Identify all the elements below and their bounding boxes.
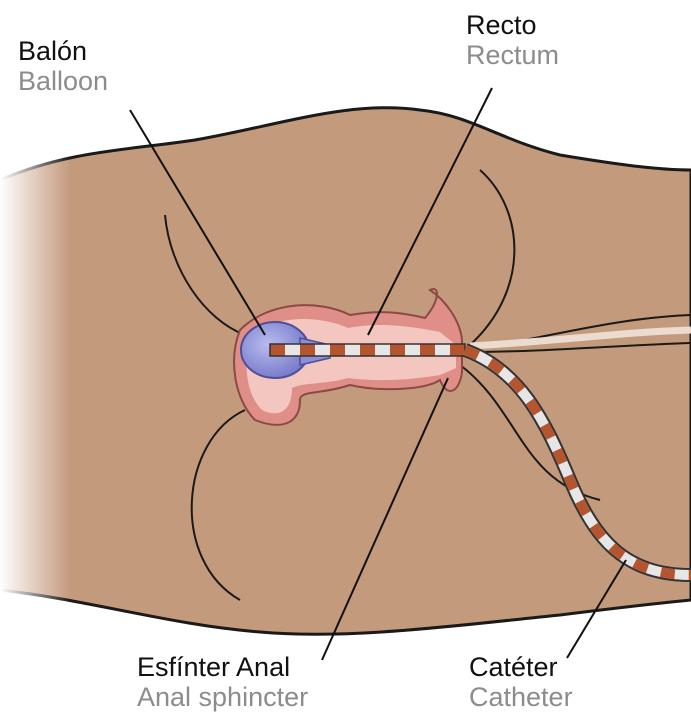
left-fade <box>0 150 70 610</box>
catheter-label-spanish: Catéter <box>469 652 573 682</box>
rectum-label: Recto Rectum <box>466 10 559 70</box>
sphincter-label-spanish: Esfínter Anal <box>137 652 308 682</box>
balloon-label-spanish: Balón <box>18 36 108 66</box>
balloon-label-english: Balloon <box>18 66 108 96</box>
sphincter-label-english: Anal sphincter <box>137 682 308 712</box>
rectum-label-spanish: Recto <box>466 10 559 40</box>
sphincter-label: Esfínter Anal Anal sphincter <box>137 652 308 712</box>
catheter-label-english: Catheter <box>469 682 573 712</box>
balloon-label: Balón Balloon <box>18 36 108 96</box>
catheter-inner-segment <box>270 344 465 356</box>
rectum-label-english: Rectum <box>466 40 559 70</box>
catheter-label: Catéter Catheter <box>469 652 573 712</box>
